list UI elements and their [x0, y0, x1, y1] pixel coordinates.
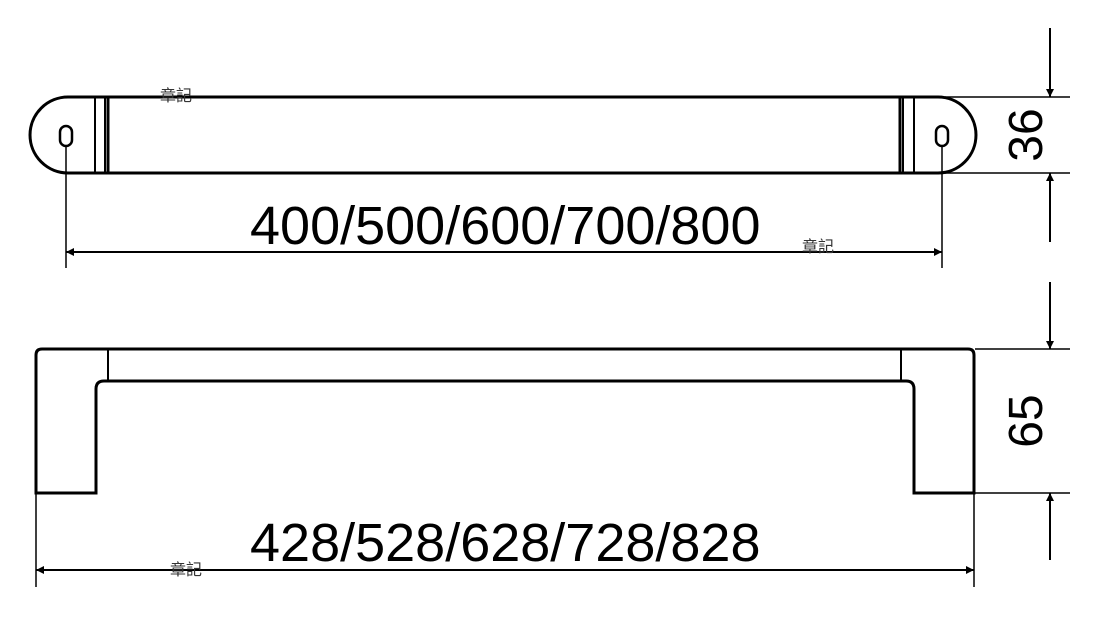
side-width-label: 428/528/628/728/828: [250, 513, 761, 573]
watermark-2: 章記: [802, 237, 834, 256]
right-end-cap: [900, 95, 978, 175]
side-height-label: 65: [1000, 394, 1053, 447]
top-width-dimension: [65, 146, 943, 268]
left-end-cap: [28, 95, 108, 175]
watermark-3: 章記: [170, 560, 202, 579]
top-height-dimension: [945, 28, 1070, 242]
side-profile: [34, 347, 976, 495]
side-width-dimension: [35, 493, 975, 587]
top-height-label: 36: [1000, 108, 1053, 161]
side-height-dimension: [975, 282, 1070, 560]
left-screw-hole: [58, 124, 74, 148]
top-view: [28, 95, 978, 175]
top-width-label: 400/500/600/700/800: [250, 196, 761, 256]
side-view: [34, 347, 976, 495]
bar-body-top: [106, 95, 902, 175]
watermark-1: 章記: [160, 86, 192, 105]
right-screw-hole: [934, 124, 950, 148]
